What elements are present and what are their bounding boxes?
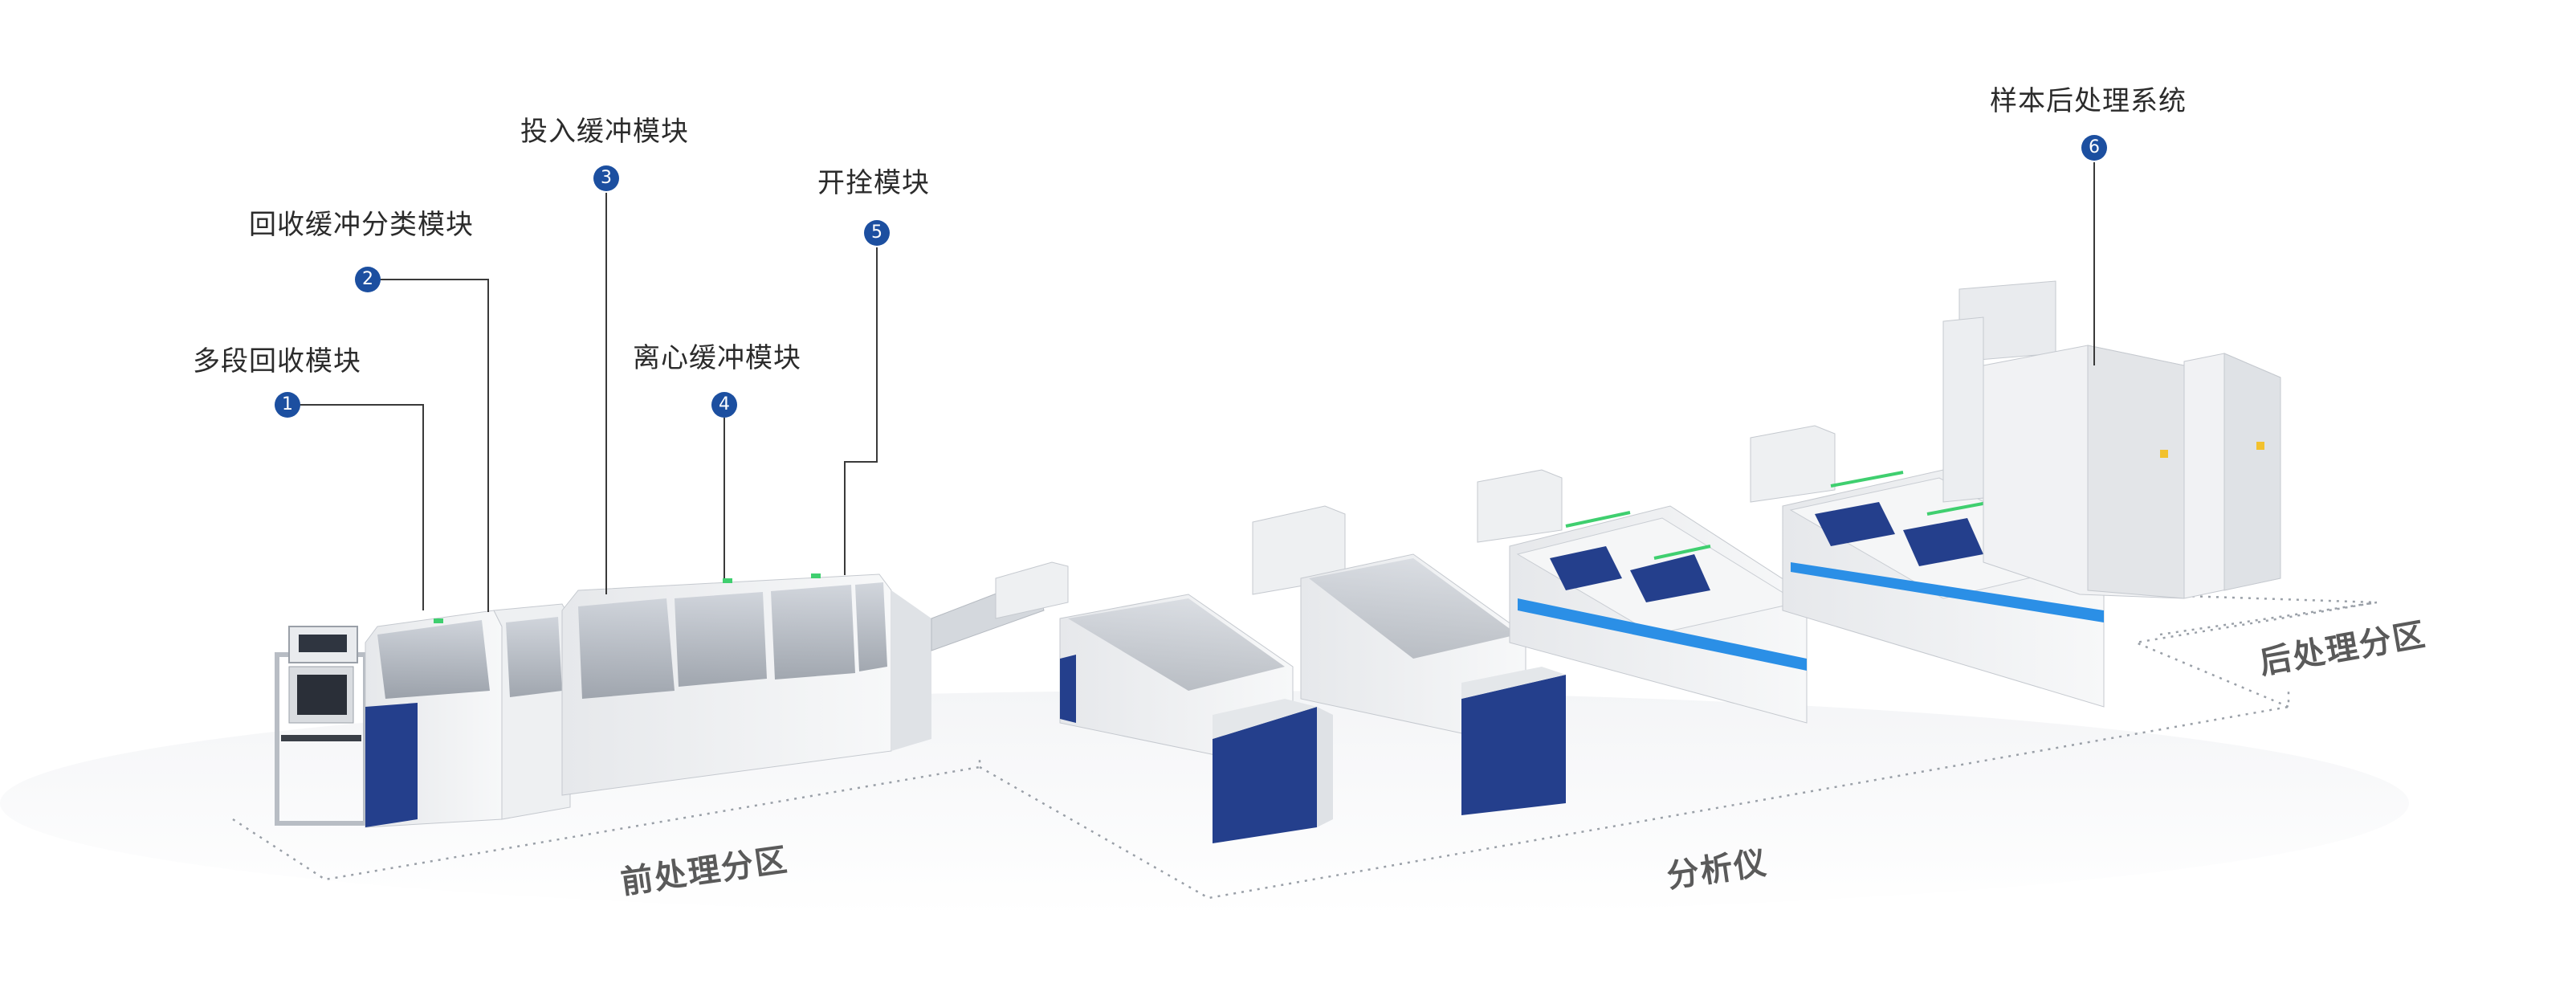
module-3-label: 投入缓冲模块 xyxy=(520,116,689,148)
module-5-badge: 5 xyxy=(864,220,890,246)
module-4-badge: 4 xyxy=(711,392,737,418)
leader-line-2 xyxy=(368,279,489,612)
module-5-label: 开拴模块 xyxy=(817,167,930,199)
leader-line-1 xyxy=(287,404,424,610)
module-1-label: 多段回收模块 xyxy=(193,345,361,378)
module-6-label: 样本后处理系统 xyxy=(1990,85,2187,117)
analyzer-2 xyxy=(1252,505,1566,815)
module-4-label: 离心缓冲模块 xyxy=(633,342,801,374)
analyzer-1 xyxy=(995,561,1333,843)
module-2-badge: 2 xyxy=(355,267,381,292)
module-3-badge: 3 xyxy=(593,165,619,191)
leader-line-5 xyxy=(844,247,878,575)
module-1-badge: 1 xyxy=(275,392,300,418)
module-2-label: 回收缓冲分类模块 xyxy=(249,209,474,241)
buffer-modules xyxy=(561,573,931,796)
analyzer-zone-outline xyxy=(979,691,2290,900)
recovery-modules xyxy=(365,603,571,828)
post-processing-system xyxy=(1942,280,2281,599)
workstation-cart xyxy=(275,626,368,826)
module-6-badge: 6 xyxy=(2081,135,2107,161)
analyzer-3 xyxy=(1477,469,1808,724)
pre-zone-outline xyxy=(232,755,981,881)
post-zone-outline xyxy=(2132,601,2378,708)
